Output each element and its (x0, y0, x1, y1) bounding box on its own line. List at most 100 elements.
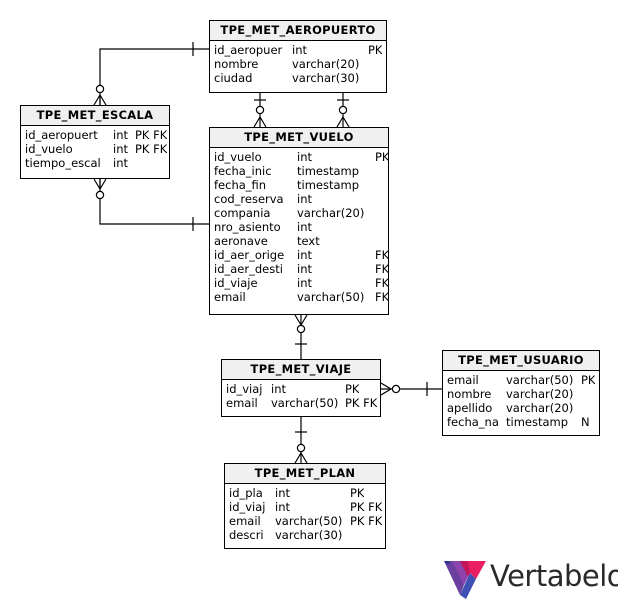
column-type: int (297, 248, 312, 262)
column-name: email (229, 514, 261, 528)
column-row: id_aer_desti int FK (214, 262, 390, 276)
column-row: id_viaj int PK FK (229, 500, 385, 514)
column-name: nro_asiento (214, 220, 281, 234)
column-row: nombre varchar(20) (214, 57, 386, 71)
column-name: tiempo_escal (25, 156, 101, 170)
column-name: fecha_inic (214, 164, 272, 178)
rel-viaje-plan (294, 417, 308, 464)
column-row: email varchar(50) PK FK (229, 514, 385, 528)
column-name: id_aer_desti (214, 262, 283, 276)
column-row: compania varchar(20) (214, 206, 388, 220)
column-type: int (297, 150, 312, 164)
column-name: compania (214, 206, 271, 220)
column-type: text (297, 234, 320, 248)
column-type: varchar(20) (506, 401, 574, 415)
column-type: varchar(50) (297, 290, 365, 304)
column-row: id_aeropuert int PK FK (25, 128, 169, 142)
column-keys: PK FK (345, 396, 378, 410)
column-keys: PK FK (350, 500, 383, 514)
column-type: int (113, 156, 128, 170)
column-keys: PK FK (135, 128, 168, 142)
column-type: int (113, 142, 128, 156)
column-row: id_vuelo int PK FK (25, 142, 169, 156)
column-type: varchar(20) (506, 387, 574, 401)
column-name: nombre (214, 57, 259, 71)
column-type: varchar(20) (292, 57, 360, 71)
column-type: varchar(30) (275, 528, 343, 542)
column-row: fecha_inic timestamp (214, 164, 388, 178)
rel-vuelo-escala (93, 178, 209, 231)
column-name: id_aeropuer (214, 43, 283, 57)
table-title: TPE_MET_AEROPUERTO (210, 21, 386, 41)
column-type: varchar(50) (271, 396, 339, 410)
rel-aeropuerto-escala (93, 42, 209, 106)
column-keys: FK (375, 248, 390, 262)
column-name: id_aeropuert (25, 128, 98, 142)
column-keys: PK (375, 150, 390, 164)
column-keys: PK (350, 486, 365, 500)
column-keys: PK (345, 382, 360, 396)
column-row: descri varchar(30) (229, 528, 385, 542)
column-name: fecha_na (447, 415, 499, 429)
table-title: TPE_MET_VIAJE (222, 360, 380, 380)
logo-text: Vertabelo (490, 559, 618, 593)
column-type: int (275, 486, 290, 500)
column-type: varchar(50) (275, 514, 343, 528)
column-name: email (447, 373, 479, 387)
column-name: id_vuelo (25, 142, 73, 156)
column-type: varchar(50) (506, 373, 574, 387)
column-name: id_viaj (229, 500, 266, 514)
column-row: email varchar(50) PK FK (226, 396, 380, 410)
vertabelo-logo: Vertabelo (442, 555, 618, 603)
column-name: descri (229, 528, 264, 542)
rel-aeropuerto-vuelo-origen (253, 93, 267, 128)
column-type: int (297, 192, 312, 206)
column-keys: N (581, 415, 590, 429)
column-type: int (297, 276, 312, 290)
column-type: int (275, 500, 290, 514)
column-keys: PK FK (135, 142, 168, 156)
table-title: TPE_MET_USUARIO (443, 351, 599, 371)
table-title: TPE_MET_PLAN (225, 464, 385, 484)
column-keys: PK FK (350, 514, 383, 528)
column-type: int (297, 262, 312, 276)
vertabelo-logo-icon (444, 561, 486, 599)
column-row: nro_asiento int (214, 220, 388, 234)
column-row: apellido varchar(20) (447, 401, 599, 415)
column-name: apellido (447, 401, 493, 415)
column-name: email (214, 290, 246, 304)
column-name: fecha_fin (214, 178, 267, 192)
column-type: timestamp (506, 415, 569, 429)
rel-usuario-viaje (380, 382, 442, 396)
column-keys: FK (375, 262, 390, 276)
column-row: tiempo_escal int (25, 156, 169, 170)
column-name: aeronave (214, 234, 268, 248)
column-type: varchar(30) (292, 71, 360, 85)
column-keys: PK (368, 43, 383, 57)
table-title: TPE_MET_ESCALA (21, 106, 169, 126)
column-row: id_vuelo int PK (214, 150, 390, 164)
column-name: id_vuelo (214, 150, 262, 164)
column-type: int (113, 128, 128, 142)
column-type: timestamp (297, 164, 360, 178)
column-type: varchar(20) (297, 206, 365, 220)
column-name: email (226, 396, 258, 410)
column-type: int (297, 220, 312, 234)
